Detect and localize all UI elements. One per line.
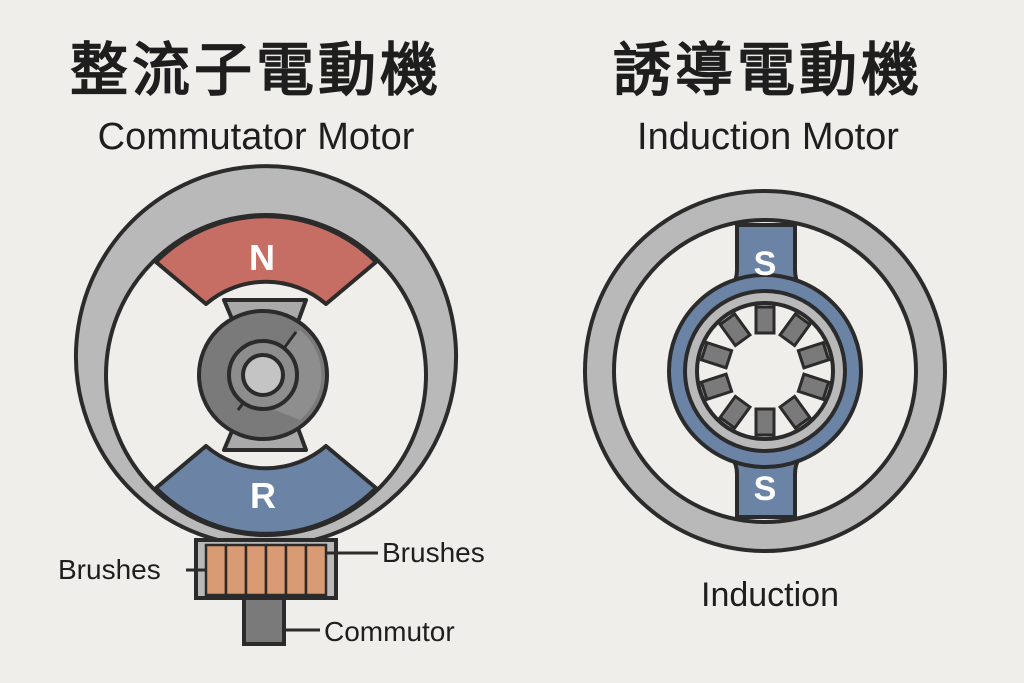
brushes-right-label: Brushes [382,537,485,568]
brush-segment [224,543,248,597]
north-pole-label: N [249,237,275,278]
rotor-slot [754,305,776,335]
rotor-slot [796,372,831,402]
north-pole [154,214,378,306]
rotor-slot [699,372,734,402]
induction-motor-title-jp: 誘導電動機 [612,36,923,104]
shaft [241,353,285,397]
rotor-slot [777,311,812,348]
rotor-pole-bottom-label: R [250,475,276,516]
commutator-motor: N R Brushes [58,164,485,647]
brushes-left-label: Brushes [58,554,161,585]
rotor-slot [718,311,753,348]
brush-segment [204,543,228,597]
commutator-shaft [242,596,286,646]
induction-caption: Induction [701,576,839,614]
rotor-pole-bottom [154,444,378,536]
stator-pole-bottom-label: S [754,470,777,508]
rotor-slots [699,305,831,437]
rotor-slot [699,340,734,370]
brush-segment [284,543,308,597]
commutator-label: Commutor [324,616,455,647]
induction-motor: S S Induction [583,189,947,614]
rotor-slot [777,394,812,431]
commutator-motor-title-en: Commutator Motor [97,116,415,158]
rotor-slot [796,340,831,370]
commutator-motor-title-jp: 整流子電動機 [69,36,442,104]
brush-segment [244,543,268,597]
brush-segment [304,543,328,597]
induction-motor-title-en: Induction Motor [637,116,899,158]
rotor-slot [718,394,753,431]
rotor-slot [754,407,776,437]
brush-segment [264,543,288,597]
stator-pole-top-label: S [754,245,777,283]
